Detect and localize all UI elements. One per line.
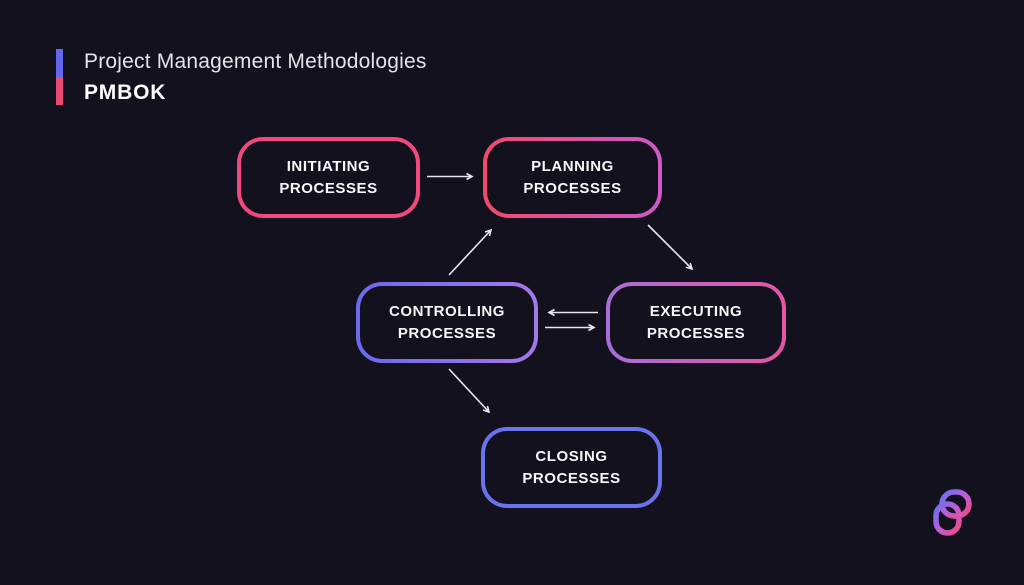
node-closing-processes: CLOSING PROCESSES — [481, 427, 662, 508]
brand-logo-icon — [933, 489, 972, 536]
accent-bar-top — [56, 49, 63, 77]
logo-capsule-shape — [933, 501, 962, 536]
arrow-planning-to-executing — [647, 224, 692, 269]
node-label: INITIATING PROCESSES — [279, 157, 378, 197]
node-label: PLANNING PROCESSES — [523, 157, 622, 197]
node-label: EXECUTING PROCESSES — [646, 302, 746, 342]
page-subtitle: PMBOK — [84, 81, 167, 104]
arrow-controlling-to-closing — [448, 368, 489, 412]
node-executing-processes: EXECUTING PROCESSES — [606, 282, 786, 363]
node-controlling-processes: CONTROLLING PROCESSES — [356, 282, 538, 363]
node-label: CONTROLLING PROCESSES — [388, 302, 506, 342]
accent-bar-bottom — [56, 77, 63, 105]
node-label: CLOSING PROCESSES — [522, 447, 621, 487]
node-initiating-processes: INITIATING PROCESSES — [237, 137, 420, 218]
header-accent-bar — [56, 49, 63, 105]
arrow-controlling-to-planning — [448, 230, 491, 276]
node-planning-processes: PLANNING PROCESSES — [483, 137, 662, 218]
page-title: Project Management Methodologies — [84, 50, 427, 73]
